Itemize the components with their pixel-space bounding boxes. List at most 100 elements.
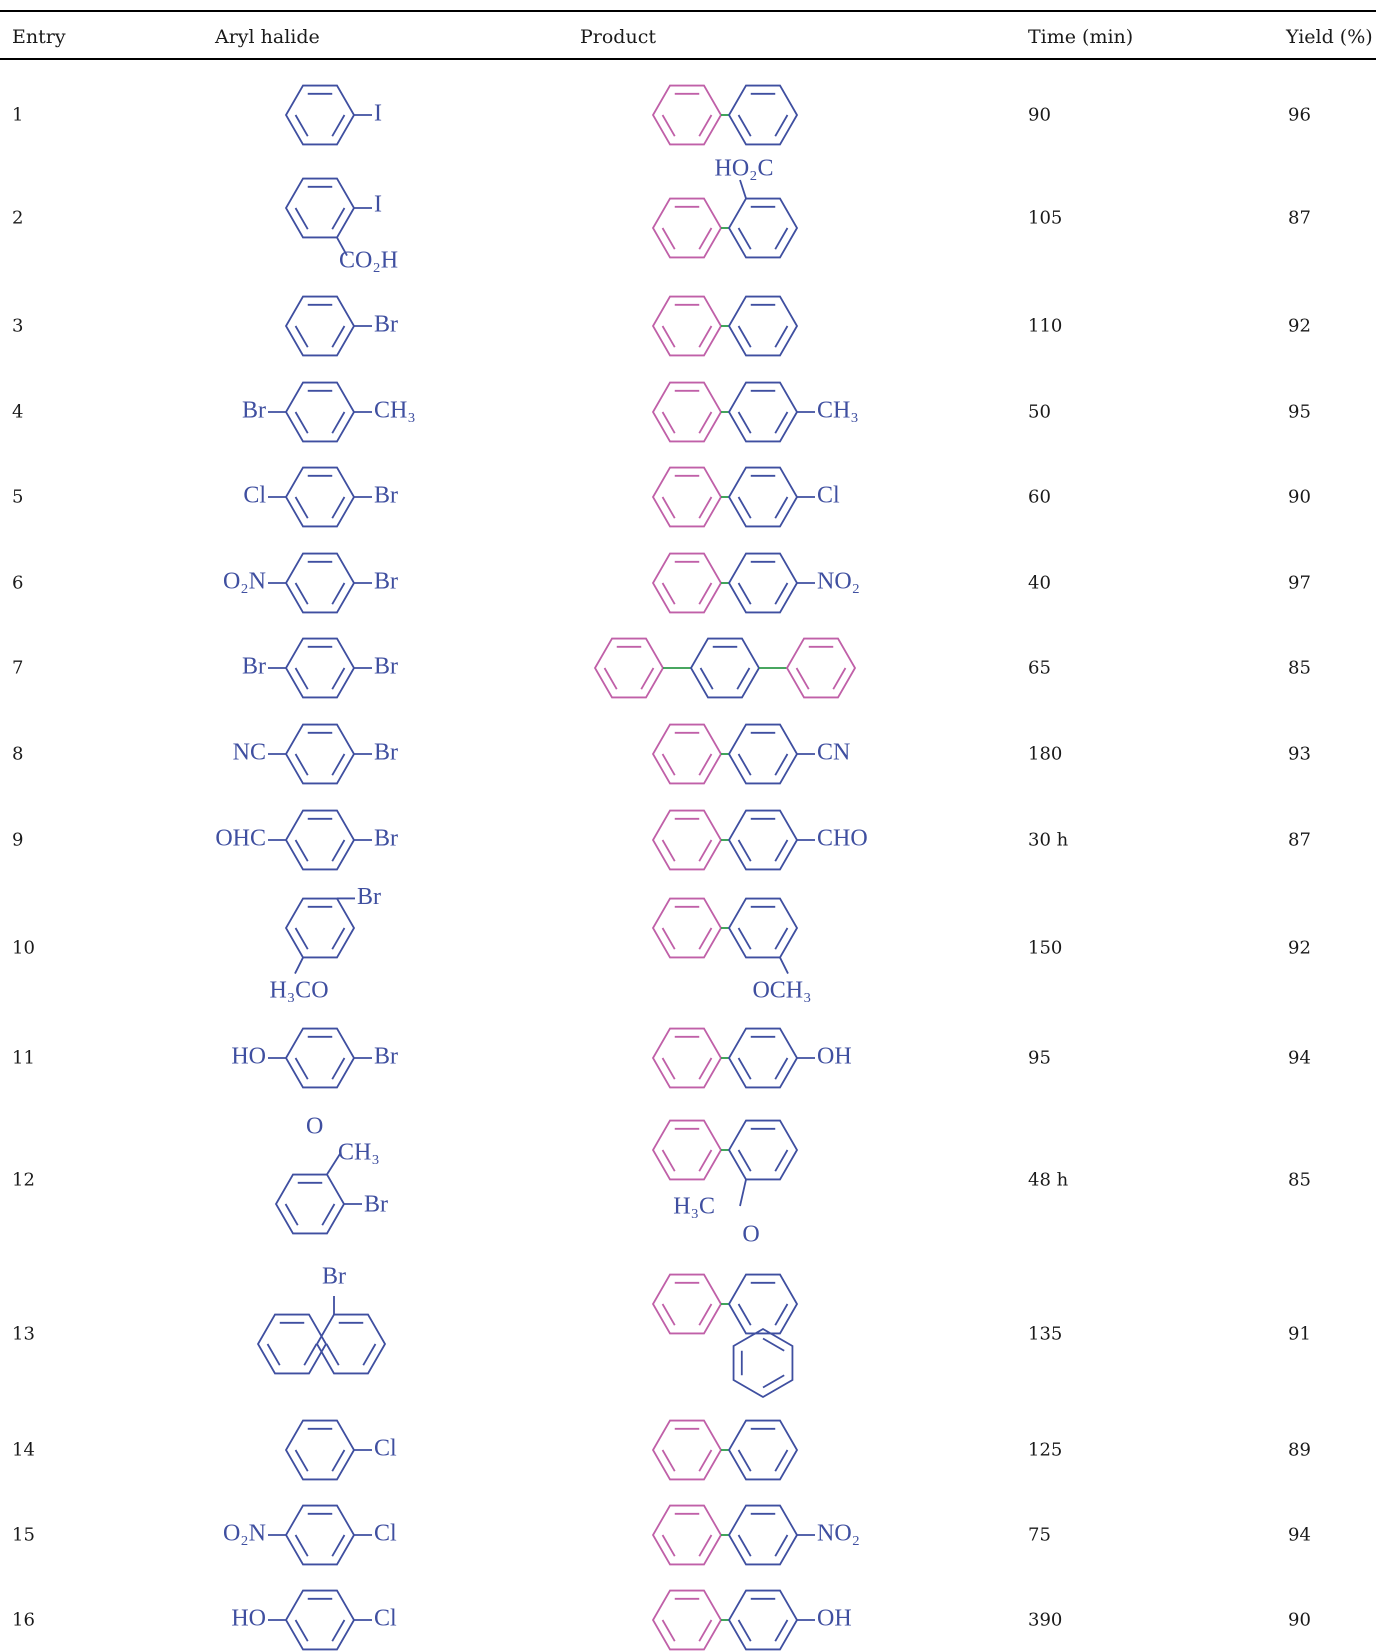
aryl-ring-double-bond	[774, 325, 789, 348]
time-cell: 65	[1028, 657, 1051, 679]
aryl-ring-double-bond	[331, 927, 346, 950]
product-structure	[651, 295, 799, 357]
new-phenyl-ring	[651, 1504, 723, 1566]
aryl-ring-double-bond	[331, 667, 346, 690]
left-substituent: HO	[231, 1044, 266, 1070]
product-structure: OH	[651, 1589, 852, 1651]
product-structure	[593, 637, 857, 699]
aryl-ring-double-bond	[331, 753, 346, 776]
aryl-ring-double-bond	[294, 839, 309, 862]
new-phenyl-ring-left	[593, 637, 665, 699]
aryl-ring-double-bond	[294, 1534, 309, 1557]
aryl-ring-double-bond	[736, 667, 751, 690]
new-phenyl-ring	[651, 723, 723, 785]
yield-cell: 94	[1288, 1524, 1311, 1546]
aryl-ring-double-bond	[331, 114, 346, 137]
new-phenyl-ring-double-bond	[698, 1449, 713, 1472]
aryl-ring-double-bond	[331, 1449, 346, 1472]
aryl-ring-double-bond	[774, 1449, 789, 1472]
new-phenyl-ring	[651, 84, 723, 146]
yield-cell: 85	[1288, 657, 1311, 679]
aryl-ring-double-bond	[737, 325, 752, 348]
aryl-ring-double-bond	[331, 207, 346, 230]
aryl-halide-structure: I	[284, 84, 382, 146]
new-phenyl-ring	[651, 1419, 723, 1481]
new-phenyl-ring-double-bond	[698, 411, 713, 434]
entry-cell: 2	[12, 207, 24, 229]
new-phenyl-ring	[651, 1273, 723, 1335]
new-phenyl-ring-double-bond	[661, 1534, 676, 1557]
entry-cell: 1	[12, 104, 24, 126]
aryl-ring-double-bond	[774, 839, 789, 862]
aryl-ring	[727, 381, 799, 443]
aryl-ring-double-bond	[737, 1149, 752, 1172]
entry-cell: 8	[12, 743, 24, 765]
aryl-ring-double-bond	[294, 582, 309, 605]
acyl-bond	[739, 1179, 747, 1207]
aryl-ring-double-bond	[331, 582, 346, 605]
substituent-label: CHO	[817, 826, 868, 852]
new-phenyl-ring-double-bond	[698, 114, 713, 137]
aryl-ring-double-bond	[737, 753, 752, 776]
aryl-ring-double-bond	[737, 1057, 752, 1080]
entry-cell: 6	[12, 572, 24, 594]
entry-cell: 9	[12, 829, 24, 851]
yield-cell: 94	[1288, 1047, 1311, 1069]
aryl-ring-double-bond	[737, 839, 752, 862]
carbonyl-oxygen: O	[306, 1114, 323, 1140]
product-structure: NO₂	[651, 1504, 860, 1566]
new-phenyl-ring	[651, 897, 723, 959]
entry-cell: 12	[12, 1169, 35, 1191]
aryl-ring	[727, 295, 799, 357]
naphthalene-ring-a-double-bond	[303, 1343, 318, 1366]
methyl-label: CH₃	[338, 1140, 380, 1166]
new-phenyl-ring	[651, 295, 723, 357]
aryl-ring-double-bond	[774, 927, 789, 950]
new-phenyl-ring-double-bond	[661, 753, 676, 776]
aryl-ring-double-bond	[331, 411, 346, 434]
aryl-ring	[727, 1119, 799, 1181]
time-cell: 150	[1028, 937, 1063, 959]
new-phenyl-ring-double-bond	[698, 325, 713, 348]
carboxyl-label: CO₂H	[339, 248, 398, 274]
aryl-ring	[727, 466, 799, 528]
yield-cell: 95	[1288, 401, 1311, 423]
header-yield: Yield (%)	[1286, 26, 1373, 48]
new-phenyl-ring	[651, 1589, 723, 1651]
product-structure: OCH₃	[651, 897, 812, 1004]
time-cell: 135	[1028, 1323, 1063, 1345]
aryl-ring-double-bond	[294, 1619, 309, 1642]
aryl-ring-double-bond	[284, 1203, 299, 1226]
new-phenyl-ring-double-bond	[661, 1449, 676, 1472]
new-phenyl-ring	[651, 552, 723, 614]
entry-cell: 10	[12, 937, 35, 959]
aryl-ring-double-bond	[294, 1057, 309, 1080]
methoxy-bond	[779, 957, 789, 974]
substituent-label: CH₃	[817, 398, 859, 424]
new-phenyl-ring-double-bond	[698, 1149, 713, 1172]
aryl-ring	[274, 1173, 346, 1235]
aryl-ring-double-bond	[737, 1619, 752, 1642]
new-phenyl-ring-double-bond	[698, 1619, 713, 1642]
time-cell: 95	[1028, 1047, 1051, 1069]
new-phenyl-ring-right	[785, 637, 857, 699]
aryl-ring	[727, 897, 799, 959]
time-cell: 105	[1028, 207, 1063, 229]
aryl-ring-double-bond	[331, 325, 346, 348]
naphthalene-ring-a-double-bond	[737, 1303, 752, 1326]
methoxy-label: OCH₃	[752, 978, 811, 1004]
left-substituent: O₂N	[223, 569, 266, 595]
right-substituent: Br	[374, 1044, 398, 1070]
substituent-label: CN	[817, 740, 850, 766]
aryl-ring-double-bond	[737, 1449, 752, 1472]
right-substituent: Br	[374, 654, 398, 680]
aryl-ring-double-bond	[774, 1619, 789, 1642]
aryl-ring-double-bond	[774, 582, 789, 605]
left-substituent: Br	[242, 398, 266, 424]
right-substituent: Cl	[374, 1521, 397, 1547]
carboxyl-label: HO₂C	[714, 156, 773, 182]
